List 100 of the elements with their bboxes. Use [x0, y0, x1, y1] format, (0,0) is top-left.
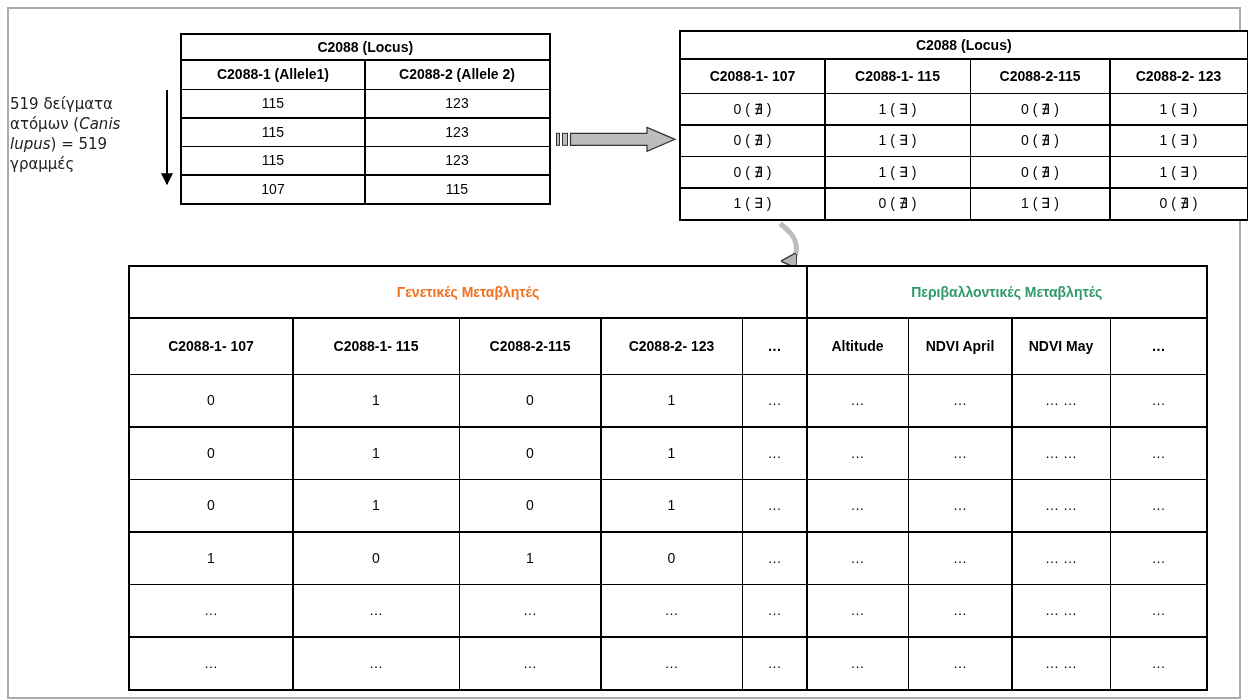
table-value: 1	[460, 532, 600, 584]
table-value: 1	[601, 427, 742, 479]
table-value: …	[909, 637, 1011, 689]
table-value: 123	[365, 90, 549, 117]
column-header: C2088-2-115	[460, 318, 600, 374]
table-value: …	[1111, 427, 1206, 479]
table-value: 1 ( ∃ )	[1110, 94, 1247, 124]
table-value: … …	[1012, 480, 1110, 531]
table-value: …	[743, 585, 806, 636]
table-value: 1 ( ∃ )	[1110, 157, 1247, 187]
table-value: 0	[460, 375, 600, 426]
table-value: …	[1111, 375, 1206, 426]
table-value: …	[807, 532, 908, 584]
table-value: 1	[293, 375, 459, 426]
table-value: …	[909, 375, 1011, 426]
table-value: 123	[365, 147, 549, 174]
table-value: 1 ( ∃ )	[1110, 125, 1247, 156]
table-value: 0	[601, 532, 742, 584]
table-value: …	[1111, 480, 1206, 531]
table-value: …	[807, 427, 908, 479]
table-value: 0	[130, 427, 292, 479]
column-header: …	[1111, 318, 1206, 374]
table-value: … …	[1012, 637, 1110, 689]
table-value: 0 ( ∄ )	[681, 125, 824, 156]
table-value: 1 ( ∃ )	[681, 188, 824, 219]
table-value: …	[743, 375, 806, 426]
table-value: …	[130, 637, 292, 689]
column-header: …	[743, 318, 806, 374]
column-header: C2088 (Locus)	[182, 35, 549, 59]
table-value: 0	[460, 480, 600, 531]
table-value: 0 ( ∄ )	[1110, 188, 1247, 219]
table-value: 1 ( ∃ )	[971, 188, 1109, 219]
column-header: C2088-1- 115	[293, 318, 459, 374]
table-value: 115	[182, 118, 364, 146]
column-header: Γενετικές Μεταβλητές	[130, 267, 806, 317]
table-value: …	[807, 480, 908, 531]
table-value: 107	[182, 175, 364, 203]
data-table	[180, 33, 551, 205]
column-header: Altitude	[807, 318, 908, 374]
table-value: 1 ( ∃ )	[825, 94, 970, 124]
table-value: …	[601, 585, 742, 636]
column-header: C2088-1 (Allele1)	[182, 60, 364, 89]
table-value: …	[909, 585, 1011, 636]
table-value: 0 ( ∄ )	[971, 157, 1109, 187]
table-value: 0 ( ∄ )	[681, 157, 824, 187]
table-value: …	[743, 427, 806, 479]
table-value: 1	[130, 532, 292, 584]
data-table	[679, 30, 1248, 221]
side-note: 519 δείγματα ατόμων (Canis lupus) = 519 γραμμές	[10, 94, 122, 174]
column-header: NDVI May	[1012, 318, 1110, 374]
table-value: … …	[1012, 532, 1110, 584]
table-value: …	[743, 532, 806, 584]
table-value: 115	[182, 90, 364, 117]
column-header: C2088-1- 107	[130, 318, 292, 374]
table-value: …	[460, 637, 600, 689]
table-value: 1 ( ∃ )	[825, 157, 970, 187]
table-value: …	[130, 585, 292, 636]
table-value: 1	[293, 427, 459, 479]
table-value: 1	[601, 480, 742, 531]
column-header: NDVI April	[909, 318, 1011, 374]
table-value: 0 ( ∄ )	[971, 125, 1109, 156]
table-value: …	[909, 427, 1011, 479]
table-value: … …	[1012, 585, 1110, 636]
table-value: …	[743, 637, 806, 689]
table-value: …	[743, 480, 806, 531]
column-header: C2088-2- 123	[601, 318, 742, 374]
table-value: 115	[365, 175, 549, 203]
column-header: Περιβαλλοντικές Μεταβλητές	[807, 267, 1206, 317]
column-header: C2088-1- 115	[825, 59, 970, 93]
table-value: …	[1111, 585, 1206, 636]
column-header: C2088 (Locus)	[681, 32, 1247, 58]
table-value: 0 ( ∄ )	[681, 94, 824, 124]
table-value: 115	[182, 147, 364, 174]
table-value: …	[807, 585, 908, 636]
table-value: 1	[293, 480, 459, 531]
table-value: …	[1111, 637, 1206, 689]
table-value: …	[1111, 532, 1206, 584]
table-value: … …	[1012, 375, 1110, 426]
table-value: 1 ( ∃ )	[825, 125, 970, 156]
column-header: C2088-2-115	[971, 59, 1109, 93]
table-value: … …	[1012, 427, 1110, 479]
table-value: 123	[365, 118, 549, 146]
table-value: 0	[460, 427, 600, 479]
table-value: 1	[601, 375, 742, 426]
table-value: …	[293, 637, 459, 689]
column-header: C2088-2- 123	[1110, 59, 1247, 93]
table-value: 0 ( ∄ )	[825, 188, 970, 219]
table-value: 0 ( ∄ )	[971, 94, 1109, 124]
table-value: …	[909, 532, 1011, 584]
data-table	[128, 265, 1208, 691]
table-value: 0	[293, 532, 459, 584]
column-header: C2088-1- 107	[681, 59, 824, 93]
table-value: …	[807, 637, 908, 689]
table-value: …	[601, 637, 742, 689]
table-value: 0	[130, 480, 292, 531]
table-value: …	[807, 375, 908, 426]
table-value: …	[909, 480, 1011, 531]
table-value: …	[460, 585, 600, 636]
table-value: …	[293, 585, 459, 636]
column-header: C2088-2 (Allele 2)	[365, 60, 549, 89]
